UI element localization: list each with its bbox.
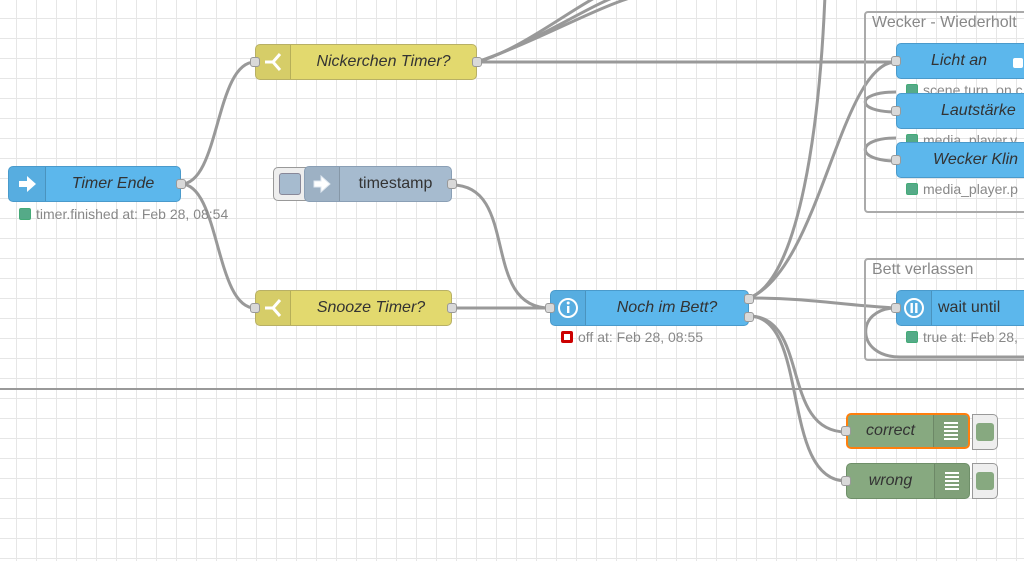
status-dot [561,331,573,343]
wire [748,314,847,483]
output-port[interactable] [447,303,457,313]
debug-list-icon [934,464,969,498]
input-port[interactable] [250,303,260,313]
node-label: Licht an [930,52,988,69]
wire [748,314,847,434]
debug-toggle-button[interactable] [972,414,998,450]
output-port[interactable] [447,179,457,189]
debug-list-icon [933,415,968,447]
status-timer-ende: timer.finished at: Feb 28, 08:54 [19,206,228,222]
input-port[interactable] [891,56,901,66]
node-label: Timer Ende [71,175,155,192]
node-noch-im-bett[interactable]: Noch im Bett? [545,290,754,326]
wire [451,183,551,310]
status-dot [906,331,918,343]
node-label: timestamp [358,175,433,192]
node-label: correct [866,422,915,439]
status-wait-until: true at: Feb 28, [906,329,1018,345]
node-label: wait until [938,299,1001,316]
input-port[interactable] [891,155,901,165]
output-port-2[interactable] [744,312,754,322]
pause-icon [897,291,932,325]
node-label: wrong [868,472,913,489]
inject-button[interactable] [273,167,307,201]
node-label: Noch im Bett? [616,299,718,316]
wire [180,182,256,310]
node-timer-ende[interactable]: Timer Ende [8,166,186,202]
node-debug-wrong[interactable]: wrong [841,463,970,499]
switch-icon [256,45,291,79]
input-port[interactable] [250,57,260,67]
node-label: Lautstärke [941,102,1016,119]
status-text: off at: Feb 28, 08:55 [578,329,704,345]
node-snooze-timer[interactable]: Snooze Timer? [250,290,457,326]
wire [476,0,629,64]
wire [748,0,827,300]
status-wecker-klingel: media_player.p [906,181,1018,197]
group-label: Wecker - Wiederholt [872,14,1017,31]
node-label: Wecker Klin [933,151,1019,168]
switch-icon [256,291,291,325]
input-port[interactable] [891,106,901,116]
node-timestamp[interactable]: timestamp [304,166,457,202]
status-text: true at: Feb 28, [923,329,1018,345]
flow-separator [0,388,1024,390]
output-port-1[interactable] [744,294,754,304]
inject-arrow-icon [305,167,340,201]
group-wecker-wiederholt[interactable]: Wecker - Wiederholt [864,11,1024,213]
input-port[interactable] [841,426,851,436]
node-wait-until[interactable]: wait until [891,290,1024,326]
wire [476,0,612,64]
group-label: Bett verlassen [872,261,974,278]
node-wecker-klingel[interactable]: Wecker Klin [891,142,1024,178]
output-port[interactable] [176,179,186,189]
info-icon [551,291,586,325]
status-text: timer.finished at: Feb 28, 08:54 [36,206,229,222]
status-noch-im-bett: off at: Feb 28, 08:55 [561,329,703,345]
node-label: Nickerchen Timer? [316,53,451,70]
node-nickerchen-timer[interactable]: Nickerchen Timer? [250,44,482,80]
node-debug-correct[interactable]: correct [841,413,970,449]
group-bett-verlassen[interactable]: Bett verlassen [864,258,1024,361]
output-port[interactable] [472,57,482,67]
more-icon[interactable] [1013,58,1023,68]
debug-toggle-button[interactable] [972,463,998,499]
input-port[interactable] [545,303,555,313]
wire [180,60,256,186]
wire [476,0,594,64]
status-text: media_player.p [923,181,1018,197]
node-label: Snooze Timer? [316,299,426,316]
input-port[interactable] [891,303,901,313]
status-dot [906,183,918,195]
arrow-right-icon [9,167,46,201]
node-licht-an[interactable]: Licht an [891,43,1024,79]
status-dot [19,208,31,220]
node-lautstaerke[interactable]: Lautstärke [891,93,1024,129]
input-port[interactable] [841,476,851,486]
